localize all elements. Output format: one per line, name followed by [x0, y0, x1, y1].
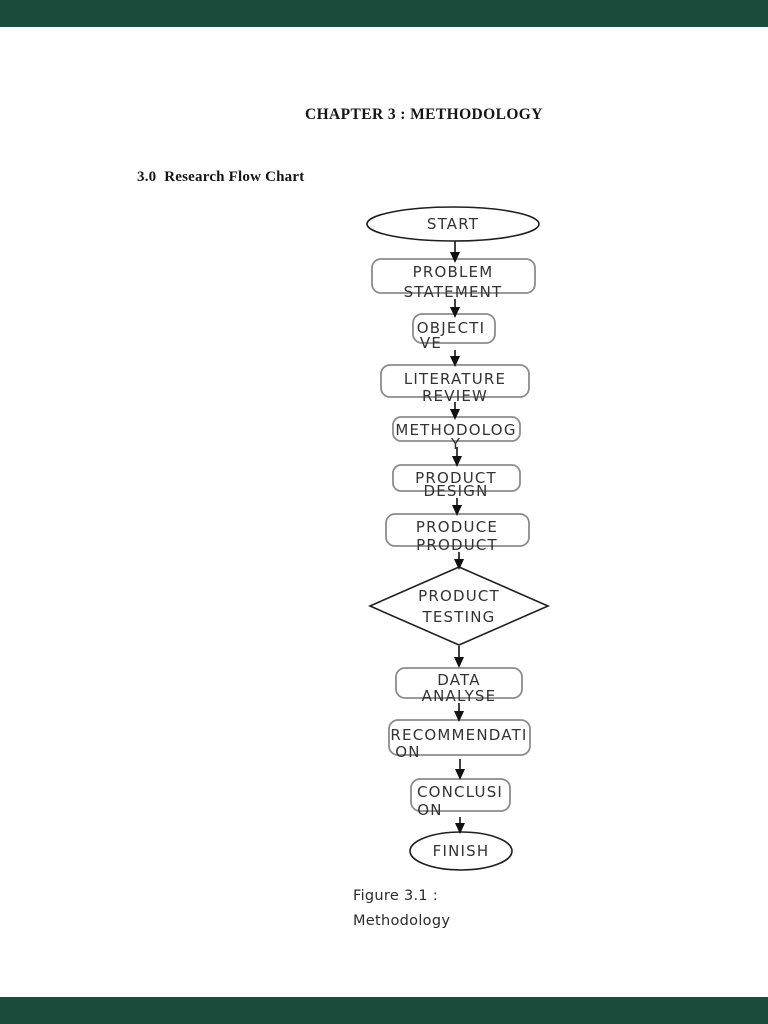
methodology-label: Y — [450, 435, 461, 453]
literature-review-label: REVIEW — [422, 387, 488, 405]
viewer-top-bar — [0, 0, 768, 27]
produce-product-label: PRODUCE — [416, 518, 498, 536]
flow-arrow-head-icon — [454, 711, 464, 722]
product-testing-shape — [368, 566, 550, 646]
recommendation-label: RECOMMENDATI — [390, 726, 527, 744]
start-label: START — [427, 215, 479, 233]
figure-caption: Figure 3.1 : Methodology — [353, 884, 450, 934]
produce-product-label: PRODUCT — [416, 536, 498, 554]
objective-label: VE — [420, 334, 442, 352]
data-analyse-label: DATA — [437, 671, 480, 689]
finish-label: FINISH — [433, 842, 490, 860]
document-page[interactable] — [0, 27, 768, 997]
start-shape — [366, 206, 540, 242]
methodology-shape — [392, 416, 521, 442]
section-heading: 3.0 Research Flow Chart — [137, 169, 305, 185]
viewer-bottom-bar — [0, 997, 768, 1024]
flow-arrow-head-icon — [450, 252, 460, 263]
data-analyse-label: ANALYSE — [422, 687, 497, 705]
conclusion-label: ON — [417, 801, 442, 819]
methodology-label: METHODOLOG — [395, 421, 516, 439]
flow-arrow-head-icon — [450, 356, 460, 367]
flow-arrow-head-icon — [452, 505, 462, 516]
chapter-title: CHAPTER 3 : METHODOLOGY — [305, 106, 543, 123]
finish-shape — [409, 831, 513, 871]
product-design-label: DESIGN — [423, 482, 488, 500]
flow-arrow-head-icon — [455, 823, 465, 834]
figure-caption-line2: Methodology — [353, 913, 451, 929]
literature-review-label: LITERATURE — [404, 370, 506, 388]
problem-statement-label: STATEMENT — [404, 283, 503, 301]
product-testing-label: PRODUCT — [418, 587, 500, 605]
flow-arrow-head-icon — [454, 657, 464, 668]
objective-label: OBJECTI — [417, 319, 485, 337]
flow-arrow-head-icon — [450, 409, 460, 420]
flow-arrow-head-icon — [454, 559, 464, 570]
conclusion-label: CONCLUSI — [417, 783, 503, 801]
product-design-label: PRODUCT — [415, 469, 497, 487]
figure-caption-line1: Figure 3.1 : — [353, 888, 439, 904]
recommendation-label: ON — [395, 743, 420, 761]
product-testing-label: TESTING — [422, 608, 496, 626]
problem-statement-label: PROBLEM — [413, 263, 494, 281]
conclusion-shape — [410, 778, 511, 812]
flow-arrow-head-icon — [452, 456, 462, 467]
flow-arrow-head-icon — [455, 769, 465, 780]
flow-arrow-head-icon — [450, 307, 460, 318]
